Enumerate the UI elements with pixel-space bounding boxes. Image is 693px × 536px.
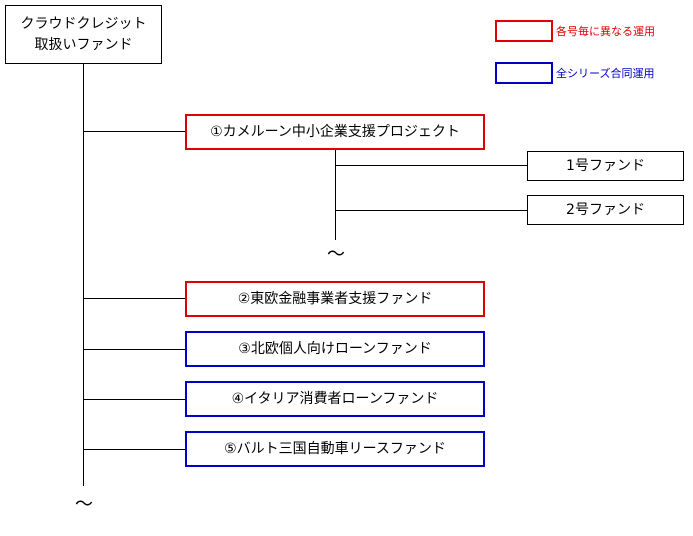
branch-connector-2	[83, 298, 187, 299]
legend-blue-swatch	[495, 62, 553, 84]
root-line-1: クラウドクレジット	[20, 15, 147, 32]
project-box-5: ⑤バルト三国自動車リースファンド	[185, 431, 485, 467]
root-line-2: 取扱いファンド	[34, 36, 133, 53]
project-label-1: ①カメルーン中小企業支援プロジェクト	[210, 123, 460, 140]
project-box-2: ②東欧金融事業者支援ファンド	[185, 281, 485, 317]
legend-blue-label: 全シリーズ合同運用	[556, 67, 655, 80]
sub-connector-1	[335, 165, 528, 166]
project-label-2: ②東欧金融事業者支援ファンド	[237, 290, 433, 307]
legend-red-label: 各号毎に異なる運用	[556, 25, 655, 38]
project-box-3: ③北欧個人向けローンファンド	[185, 331, 485, 367]
sub-fund-box-2: 2号ファンド	[527, 195, 684, 225]
sub-fund-box-1: 1号ファンド	[527, 151, 684, 181]
branch-connector-5	[83, 449, 187, 450]
sub-continuation-mark: ～	[327, 244, 345, 265]
project-label-5: ⑤バルト三国自動車リースファンド	[224, 440, 446, 457]
project-box-1: ①カメルーン中小企業支援プロジェクト	[185, 114, 485, 150]
sub-fund-label-1: 1号ファンド	[566, 157, 645, 174]
main-continuation-mark: ～	[75, 494, 93, 515]
project-box-4: ④イタリア消費者ローンファンド	[185, 381, 485, 417]
sub-fund-label-2: 2号ファンド	[566, 201, 645, 218]
main-trunk-line	[83, 64, 84, 486]
legend-red-swatch	[495, 20, 553, 42]
root-node: クラウドクレジット 取扱いファンド	[5, 5, 162, 64]
branch-connector-1	[83, 131, 187, 132]
branch-connector-3	[83, 349, 187, 350]
sub-trunk-line	[335, 150, 336, 240]
branch-connector-4	[83, 399, 187, 400]
project-label-4: ④イタリア消費者ローンファンド	[231, 390, 439, 407]
sub-connector-2	[335, 210, 528, 211]
project-label-3: ③北欧個人向けローンファンド	[238, 340, 432, 357]
